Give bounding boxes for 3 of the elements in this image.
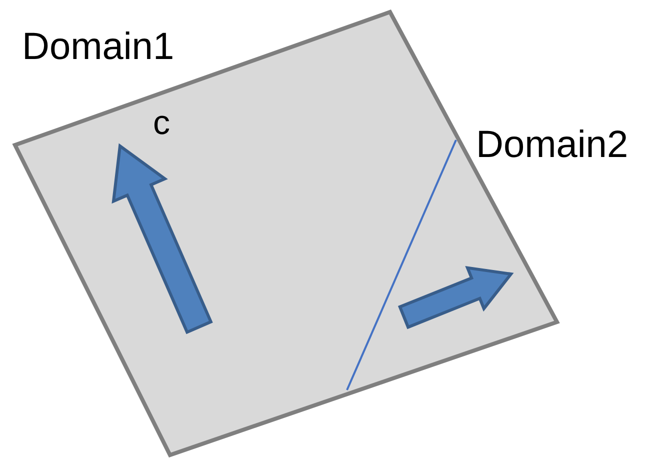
vector-label: c — [153, 106, 170, 140]
region-label: Domain1 — [22, 28, 174, 66]
region-label: Domain2 — [476, 126, 628, 164]
